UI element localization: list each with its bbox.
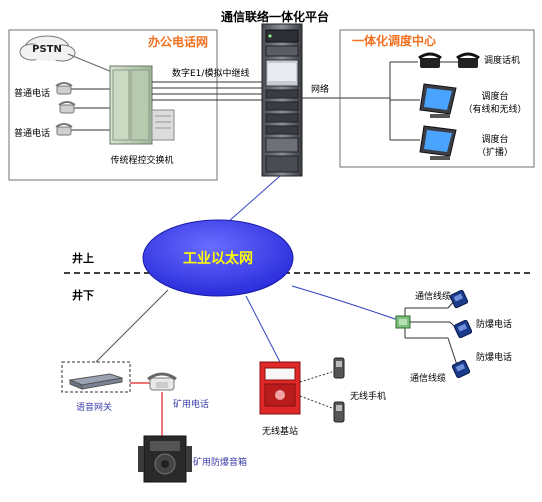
pstn-link <box>67 53 113 73</box>
mine-phone-label: 矿用电话 <box>173 398 209 410</box>
cable-bottom-label: 通信线缆 <box>410 372 446 384</box>
cable-links <box>404 299 459 369</box>
network-link-label: 网络 <box>311 83 329 95</box>
ordinary-phone-label-1: 普通电话 <box>14 87 50 99</box>
phone-links <box>70 88 112 131</box>
platform-title: 通信联络一体化平台 <box>221 9 329 24</box>
base-station-icon <box>259 361 301 415</box>
dispatch-console-wired-sublabel: （有线和无线） <box>463 103 526 115</box>
dispatch-console-wired-label: 调度台 <box>481 90 508 102</box>
wireless-handset-icon <box>333 401 345 423</box>
trunk-line-label: 数字E1/模拟中继线 <box>172 67 249 79</box>
pbx-switch-icon <box>109 65 175 145</box>
dispatch-console-icon <box>419 83 457 118</box>
junction-box-icon <box>395 315 411 329</box>
speaker-label: 矿用防爆音箱 <box>193 456 247 468</box>
voice-gateway-label: 语音网关 <box>76 401 112 413</box>
office-network-panel <box>8 29 218 181</box>
desk-phone-icon <box>58 101 76 114</box>
mine-phone-icon <box>147 372 177 391</box>
above-ground-label: 井上 <box>72 251 94 265</box>
rack-to-ethernet-link <box>227 175 281 223</box>
voice-gateway-box <box>61 361 131 393</box>
explosion-proof-phone-icon <box>451 359 471 379</box>
cable-top-label: 通信线缆 <box>415 290 451 302</box>
dispatch-console-icon <box>419 125 457 160</box>
desk-phone-icon <box>55 123 73 136</box>
dispatch-phone-icon <box>456 52 480 68</box>
industrial-ethernet-node <box>142 219 294 297</box>
below-ground-label: 井下 <box>72 288 94 302</box>
dispatch-links <box>340 61 458 141</box>
dispatch-center-heading: 一体化调度中心 <box>352 33 436 48</box>
wireless-handset-label: 无线手机 <box>350 390 386 402</box>
wireless-signal <box>299 371 333 409</box>
dispatch-console-broadcast-sublabel: （扩播） <box>477 146 513 158</box>
wireless-handset-icon <box>333 357 345 379</box>
pstn-label: PSTN <box>32 44 62 55</box>
explosion-proof-phone-icon <box>449 289 469 309</box>
base-station-label: 无线基站 <box>262 425 298 437</box>
trunk-lines <box>152 81 262 101</box>
explosion-proof-phone-icon <box>453 319 473 339</box>
voice-gateway-icon <box>68 373 123 390</box>
office-network-heading: 办公电话网 <box>148 34 208 49</box>
pstn-cloud-icon <box>19 35 76 62</box>
ordinary-phone-label-2: 普通电话 <box>14 127 50 139</box>
explosion-proof-phone-label-2: 防爆电话 <box>476 351 512 363</box>
pbx-switch-label: 传统程控交换机 <box>110 154 173 166</box>
industrial-ethernet-label: 工业以太网 <box>183 250 253 267</box>
dispatch-phone-icon <box>418 52 442 68</box>
explosion-proof-phone-label-1: 防爆电话 <box>476 318 512 330</box>
dispatch-phone-label: 调度话机 <box>484 54 520 66</box>
server-rack-icon <box>261 23 303 177</box>
dispatch-console-broadcast-label: 调度台 <box>481 133 508 145</box>
underground-links <box>95 285 399 363</box>
desk-phone-icon <box>55 82 73 95</box>
explosion-proof-speaker-icon <box>138 435 192 483</box>
